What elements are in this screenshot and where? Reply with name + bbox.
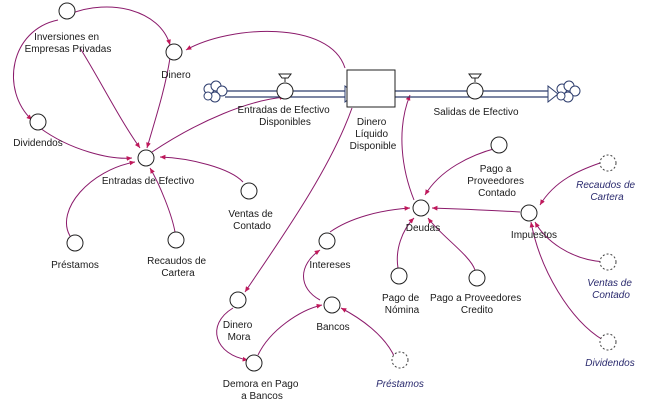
label-dinero: Dinero [161,70,191,81]
source-cloud-icon [203,80,228,103]
label-recaudos-cartera: Recaudos de Cartera [147,256,209,279]
label-dinero-mora: Dinero Mora [223,320,255,343]
label-entradas: Entradas de Efectivo [102,176,195,187]
node-entradas[interactable] [137,149,155,167]
link-bancos-to-intereses [303,249,321,301]
link-dividendos-g-to-impuestos [529,221,604,341]
link-impuestos-to-deudas [431,205,521,213]
link-ventas-g-to-impuestos [534,221,606,263]
link-dinero-from-stock [185,30,346,69]
link-inversiones-to-dinero-top [69,6,171,46]
node-recaudos-cartera[interactable] [167,231,185,249]
label-pago-nomina: Pago de Nómina [382,293,422,316]
node-intereses[interactable] [318,232,336,250]
link-deudas-to-salidas [401,94,415,201]
label-ghost-ventas: Ventas de Contado [587,278,634,301]
node-dividendos[interactable] [29,113,47,131]
link-nomina-to-deudas [396,217,415,269]
link-dinero-to-entradas [146,57,171,149]
link-prestamos-to-entradas [65,160,136,237]
ghost-recaudos-cartera[interactable] [599,154,617,172]
label-flow-salidas: Salidas de Efectivo [433,107,518,118]
node-pago-prov-contado[interactable] [490,136,508,154]
node-demora-pago[interactable] [245,354,263,372]
label-bancos: Bancos [316,322,349,333]
link-ventas-to-entradas [159,154,244,183]
link-recaudos-to-entradas [149,167,176,233]
aux-nodes [29,2,538,372]
link-stock-to-dinero-mora [244,107,353,293]
node-inversiones[interactable] [58,2,76,20]
causal-links [12,6,606,362]
node-ventas-contado[interactable] [240,182,258,200]
link-pago-contado-to-deudas [424,147,498,196]
label-ventas-contado: Ventas de Contado [228,209,275,232]
node-impuestos[interactable] [520,204,538,222]
label-prestamos: Préstamos [51,260,99,271]
node-bancos[interactable] [323,296,341,314]
label-ghost-recaudos: Recaudos de Cartera [576,180,638,203]
link-demora-to-bancos [257,303,323,356]
node-deudas[interactable] [412,199,430,217]
label-stock-dinero: Dinero Líquido Disponible [350,117,397,152]
link-entradas-to-flow [151,95,286,153]
node-dinero-mora[interactable] [229,291,247,309]
ghost-nodes [391,154,617,369]
ghost-prestamos[interactable] [391,351,409,369]
label-demora-pago: Demora en Pago a Bancos [223,379,301,402]
ghost-ventas-contado[interactable] [599,253,617,271]
node-pago-prov-credito[interactable] [468,269,486,287]
label-pago-prov-credito: Pago a Proveedores Credito [430,293,524,316]
link-prestamos-g-to-bancos [340,307,396,359]
label-dividendos: Dividendos [13,138,62,149]
link-credito-to-deudas [427,217,476,271]
link-inversiones-to-dividendos [12,19,59,121]
valve-entradas-icon[interactable] [276,73,294,100]
label-ghost-prestamos: Préstamos [376,379,424,390]
label-intereses: Intereses [309,260,350,271]
link-dinero-mora-to-demora [216,307,249,362]
link-intereses-to-deudas [329,205,411,233]
ghost-dividendos[interactable] [599,333,617,351]
label-pago-prov-contado: Pago a Proveedores Contado [467,164,526,199]
link-recaudos-g-to-impuestos [539,162,601,206]
label-ghost-dividendos: Dividendos [585,358,634,369]
sink-cloud-icon [556,80,581,103]
node-dinero[interactable] [165,43,183,61]
label-deudas: Deudas [406,223,440,234]
stock-dinero-liquido[interactable] [346,69,396,108]
flow-salidas-arrowhead [547,84,559,104]
label-impuestos: Impuestos [511,230,557,241]
valve-salidas-icon[interactable] [466,73,484,100]
label-inversiones: Inversiones en Empresas Privadas [25,32,112,55]
node-pago-nomina[interactable] [390,267,408,285]
link-dividendos-to-entradas [39,127,133,161]
labels: Inversiones en Empresas Privadas Dinero … [13,32,638,402]
node-prestamos[interactable] [66,234,84,252]
label-flow-entradas: Entradas de Efectivo Disponibles [237,105,332,128]
link-inversiones-to-entradas [79,47,141,149]
